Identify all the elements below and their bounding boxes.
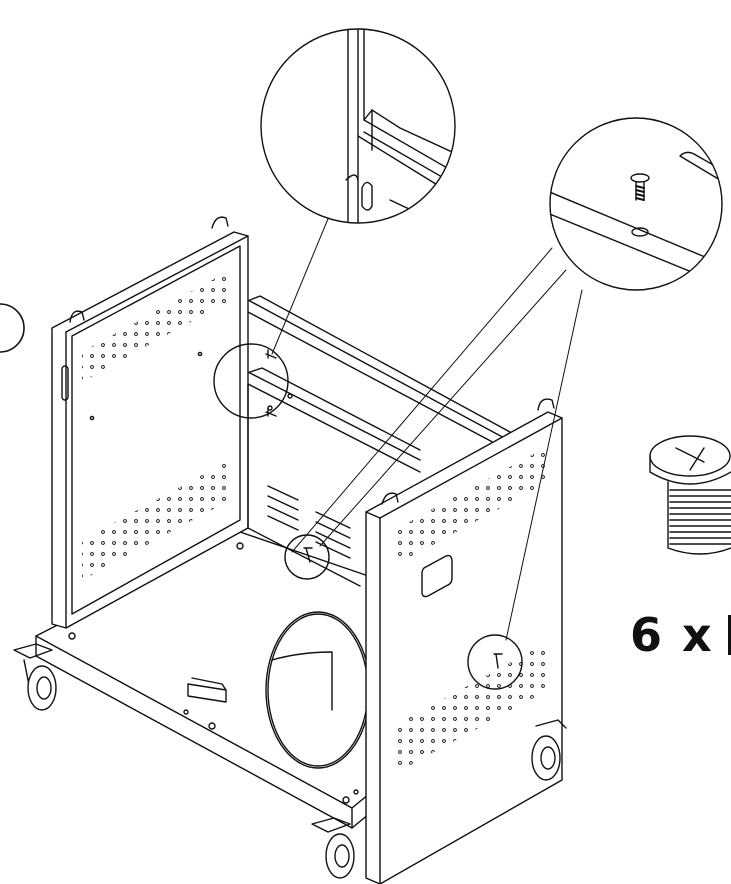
caster-wheel-icon bbox=[311, 817, 355, 879]
step-marker-icon bbox=[0, 303, 25, 353]
back-frame bbox=[247, 295, 511, 587]
quantity-divider bbox=[727, 615, 731, 655]
screw-icon bbox=[303, 547, 313, 563]
leader-line bbox=[319, 269, 567, 547]
leader-line bbox=[505, 289, 583, 641]
leader-line bbox=[291, 247, 553, 553]
quantity-label: 6 x bbox=[630, 608, 731, 662]
detail-marker-right bbox=[467, 634, 523, 690]
detail-marker-back bbox=[213, 343, 289, 419]
screw-icon bbox=[649, 435, 731, 555]
left-side-panel bbox=[51, 216, 249, 629]
screw-icon bbox=[265, 407, 277, 417]
caster-wheel-icon bbox=[13, 643, 57, 711]
detail-circle-right bbox=[549, 117, 723, 291]
quantity-multiplier: x bbox=[682, 608, 714, 662]
screw-icon bbox=[265, 349, 277, 359]
screw-icon bbox=[630, 173, 650, 201]
caster-wheel-icon bbox=[531, 719, 567, 781]
screw-icon bbox=[493, 653, 503, 669]
leader-line bbox=[271, 213, 331, 355]
quantity-count: 6 bbox=[630, 608, 665, 662]
detail-circle-top bbox=[260, 28, 456, 224]
right-side-panel bbox=[365, 398, 563, 884]
